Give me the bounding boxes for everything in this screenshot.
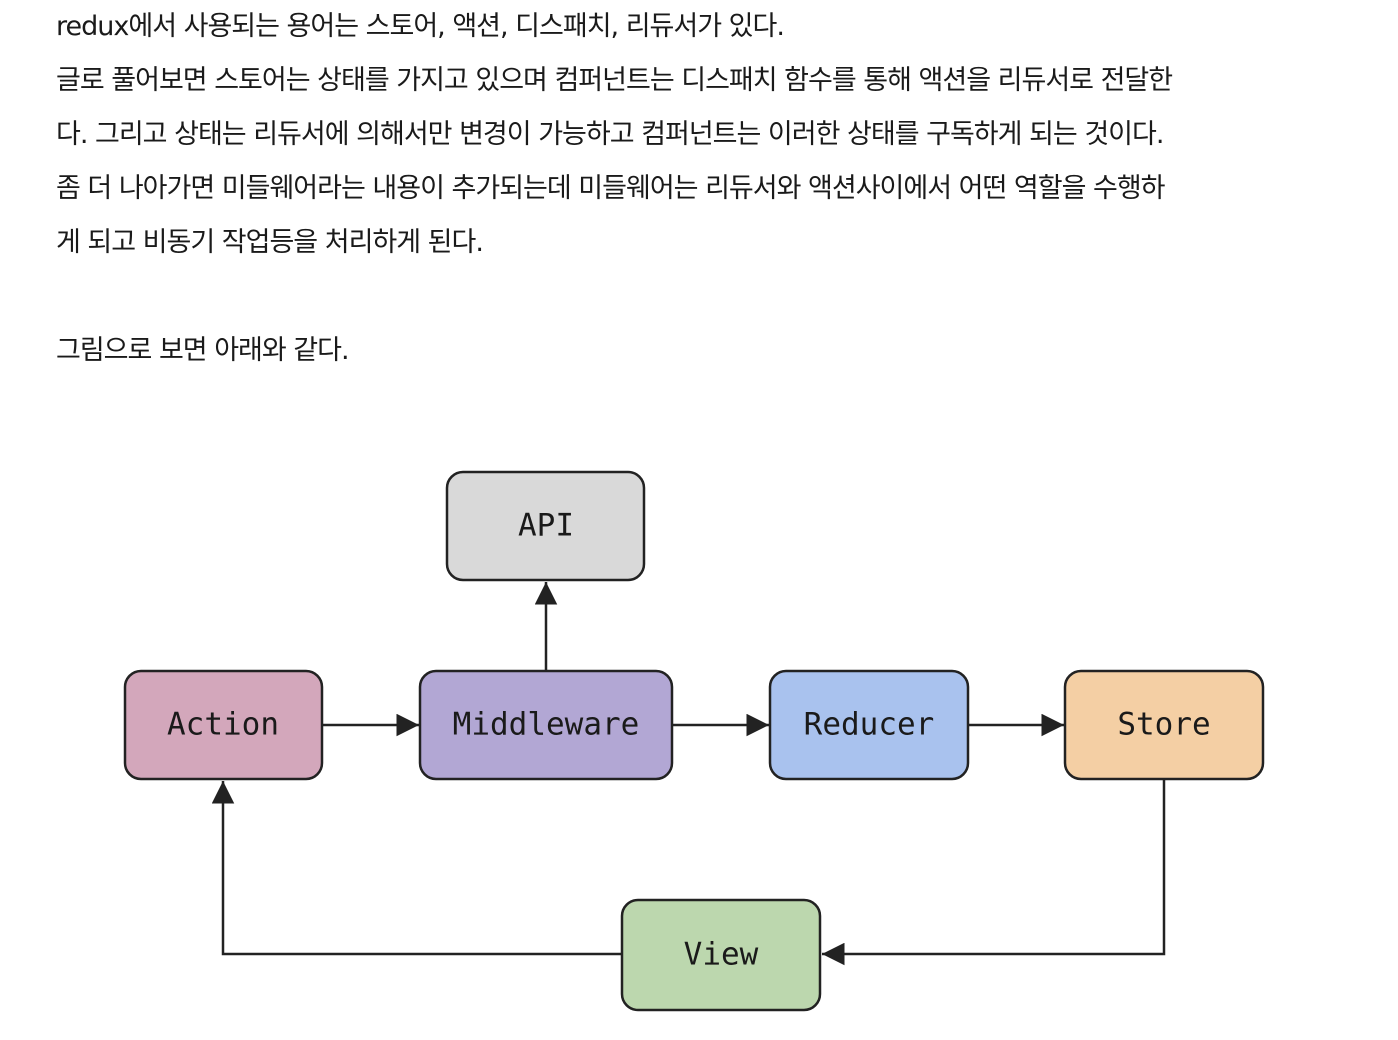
node-action: Action xyxy=(123,669,324,781)
paragraph-line-5: 게 되고 비동기 작업등을 처리하게 된다. xyxy=(56,227,484,258)
node-api-box xyxy=(445,470,646,582)
node-action-box xyxy=(123,669,324,781)
paragraph-line-3: 다. 그리고 상태는 리듀서에 의해서만 변경이 가능하고 컴퍼넌트는 이러한 … xyxy=(56,119,1164,150)
node-view-label: View xyxy=(684,937,759,973)
node-middleware-label: Middleware xyxy=(453,707,640,743)
node-middleware-box xyxy=(418,669,674,781)
node-view-box xyxy=(620,898,822,1012)
node-view: View xyxy=(620,898,822,1012)
paragraph-line-4: 좀 더 나아가면 미들웨어라는 내용이 추가되는데 미들웨어는 리듀서와 액션사… xyxy=(56,173,1166,204)
edge-store-to-view xyxy=(822,779,1166,966)
paragraph-line-1: redux에서 사용되는 용어는 스토어, 액션, 디스패치, 리듀서가 있다. xyxy=(56,11,785,42)
node-store-label: Store xyxy=(1117,707,1210,743)
node-api-label: API xyxy=(518,508,574,544)
node-api: API xyxy=(445,470,646,582)
article-text: redux에서 사용되는 용어는 스토어, 액션, 디스패치, 리듀서가 있다.… xyxy=(56,0,1346,378)
node-reducer-label: Reducer xyxy=(804,707,935,743)
node-store-box xyxy=(1063,669,1265,781)
node-action-label: Action xyxy=(167,707,279,743)
paragraph-line-6: 그림으로 보면 아래와 같다. xyxy=(56,335,350,366)
paragraph-line-2: 글로 풀어보면 스토어는 상태를 가지고 있으며 컴퍼넌트는 디스패치 함수를 … xyxy=(56,65,1173,96)
edge-view-to-action xyxy=(211,781,622,956)
node-reducer: Reducer xyxy=(768,669,970,781)
node-store: Store xyxy=(1063,669,1265,781)
node-reducer-box xyxy=(768,669,970,781)
node-middleware: Middleware xyxy=(418,669,674,781)
